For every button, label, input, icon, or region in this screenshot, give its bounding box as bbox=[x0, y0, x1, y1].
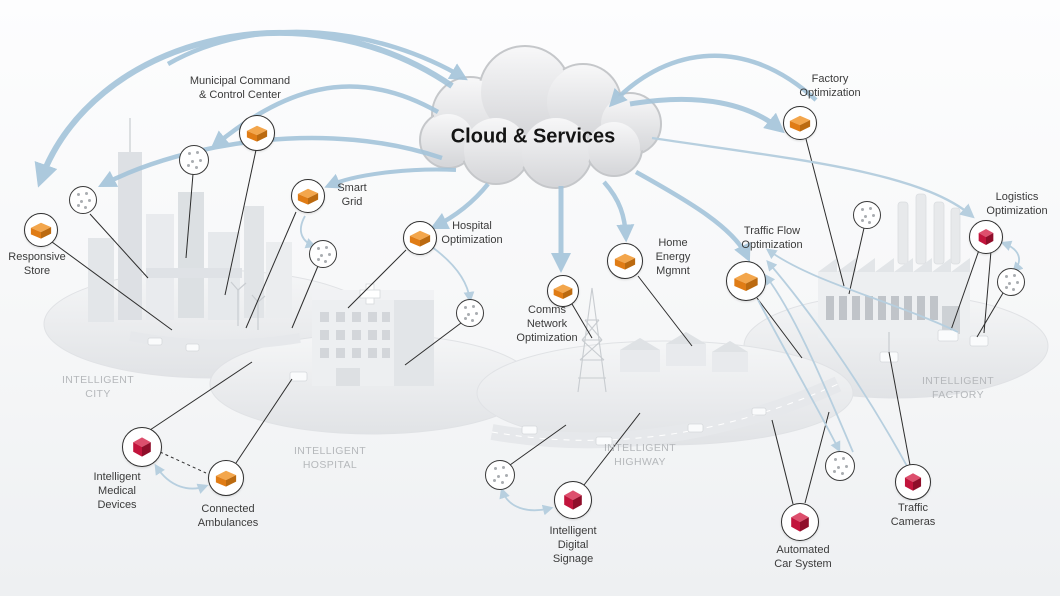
label-traffic-cameras: Traffic Cameras bbox=[890, 502, 936, 529]
label-medical-devices: Intelligent Medical Devices bbox=[93, 471, 141, 512]
label-connected-ambulances: Connected Ambulances bbox=[197, 503, 259, 530]
node-home-energy bbox=[607, 243, 643, 279]
city-illustration bbox=[88, 118, 301, 350]
node-connected-ambulances bbox=[208, 460, 244, 496]
node-logistics-optimization bbox=[969, 220, 1003, 254]
zone-label-hospital: INTELLIGENT HOSPITAL bbox=[293, 445, 367, 471]
gateway-box-icon bbox=[246, 125, 268, 142]
sensor-dots-icon bbox=[853, 201, 881, 229]
hospital-cross-icon bbox=[359, 283, 381, 305]
device-cube-icon bbox=[133, 437, 151, 457]
sensor-dots-icon bbox=[997, 268, 1025, 296]
gateway-box-icon bbox=[409, 230, 431, 247]
connection-arrows bbox=[34, 29, 1024, 516]
gateway-box-icon bbox=[789, 115, 811, 132]
wind-turbines bbox=[230, 281, 266, 330]
label-hospital-optimization: Hospital Optimization bbox=[441, 220, 503, 247]
zone-label-highway: INTELLIGENT HIGHWAY bbox=[603, 442, 677, 468]
label-traffic-flow: Traffic Flow Optimization bbox=[741, 225, 803, 252]
comms-tower bbox=[577, 287, 607, 393]
node-municipal-command bbox=[239, 115, 275, 151]
callout-lines bbox=[51, 138, 1004, 505]
label-automated-car: Automated Car System bbox=[774, 544, 832, 571]
node-smart-grid bbox=[291, 179, 325, 213]
hospital-illustration bbox=[289, 283, 434, 386]
device-cube-icon bbox=[904, 473, 922, 491]
factory-illustration bbox=[818, 193, 989, 363]
label-smart-grid: Smart Grid bbox=[337, 182, 367, 209]
device-cube-icon bbox=[978, 229, 994, 245]
node-traffic-flow bbox=[726, 261, 766, 301]
device-cube-icon bbox=[564, 490, 582, 510]
label-municipal-command: Municipal Command & Control Center bbox=[189, 75, 291, 102]
dashed-link bbox=[159, 451, 207, 474]
gateway-box-icon bbox=[734, 272, 758, 291]
label-home-energy: Home Energy Mgmnt bbox=[655, 237, 691, 278]
highway-illustration bbox=[147, 287, 842, 449]
node-intelligent-digital-signage bbox=[554, 481, 592, 519]
vehicles bbox=[147, 337, 767, 446]
sensor-dots-icon bbox=[825, 451, 855, 481]
sensor-dots-icon bbox=[485, 460, 515, 490]
node-intelligent-medical-devices bbox=[122, 427, 162, 467]
cloud-title: Cloud & Services bbox=[450, 125, 616, 148]
sensor-dots-icon bbox=[309, 240, 337, 268]
label-digital-signage: Intelligent Digital Signage bbox=[549, 525, 597, 566]
gateway-box-icon bbox=[614, 253, 636, 270]
node-traffic-cameras bbox=[895, 464, 931, 500]
node-comms-network bbox=[547, 275, 579, 307]
label-factory-optimization: Factory Optimization bbox=[799, 73, 861, 100]
label-responsive-store: Responsive Store bbox=[8, 251, 66, 278]
node-hospital-optimization bbox=[403, 221, 437, 255]
node-automated-car-system bbox=[781, 503, 819, 541]
node-responsive-store bbox=[24, 213, 58, 247]
device-cube-icon bbox=[791, 512, 809, 532]
label-logistics-optimization: Logistics Optimization bbox=[986, 191, 1048, 218]
houses bbox=[620, 332, 748, 372]
gateway-box-icon bbox=[30, 222, 52, 239]
label-comms-network: Comms Network Optimization bbox=[516, 304, 578, 345]
gateway-box-icon bbox=[215, 470, 237, 487]
gateway-box-icon bbox=[553, 284, 573, 299]
sensor-dots-icon bbox=[179, 145, 209, 175]
zone-label-factory: INTELLIGENT FACTORY bbox=[921, 375, 995, 401]
zone-label-city: INTELLIGENT CITY bbox=[61, 374, 135, 400]
gateway-box-icon bbox=[297, 188, 319, 205]
sensor-dots-icon bbox=[69, 186, 97, 214]
node-factory-optimization bbox=[783, 106, 817, 140]
sensor-dots-icon bbox=[456, 299, 484, 327]
cloud-shape bbox=[419, 45, 662, 189]
